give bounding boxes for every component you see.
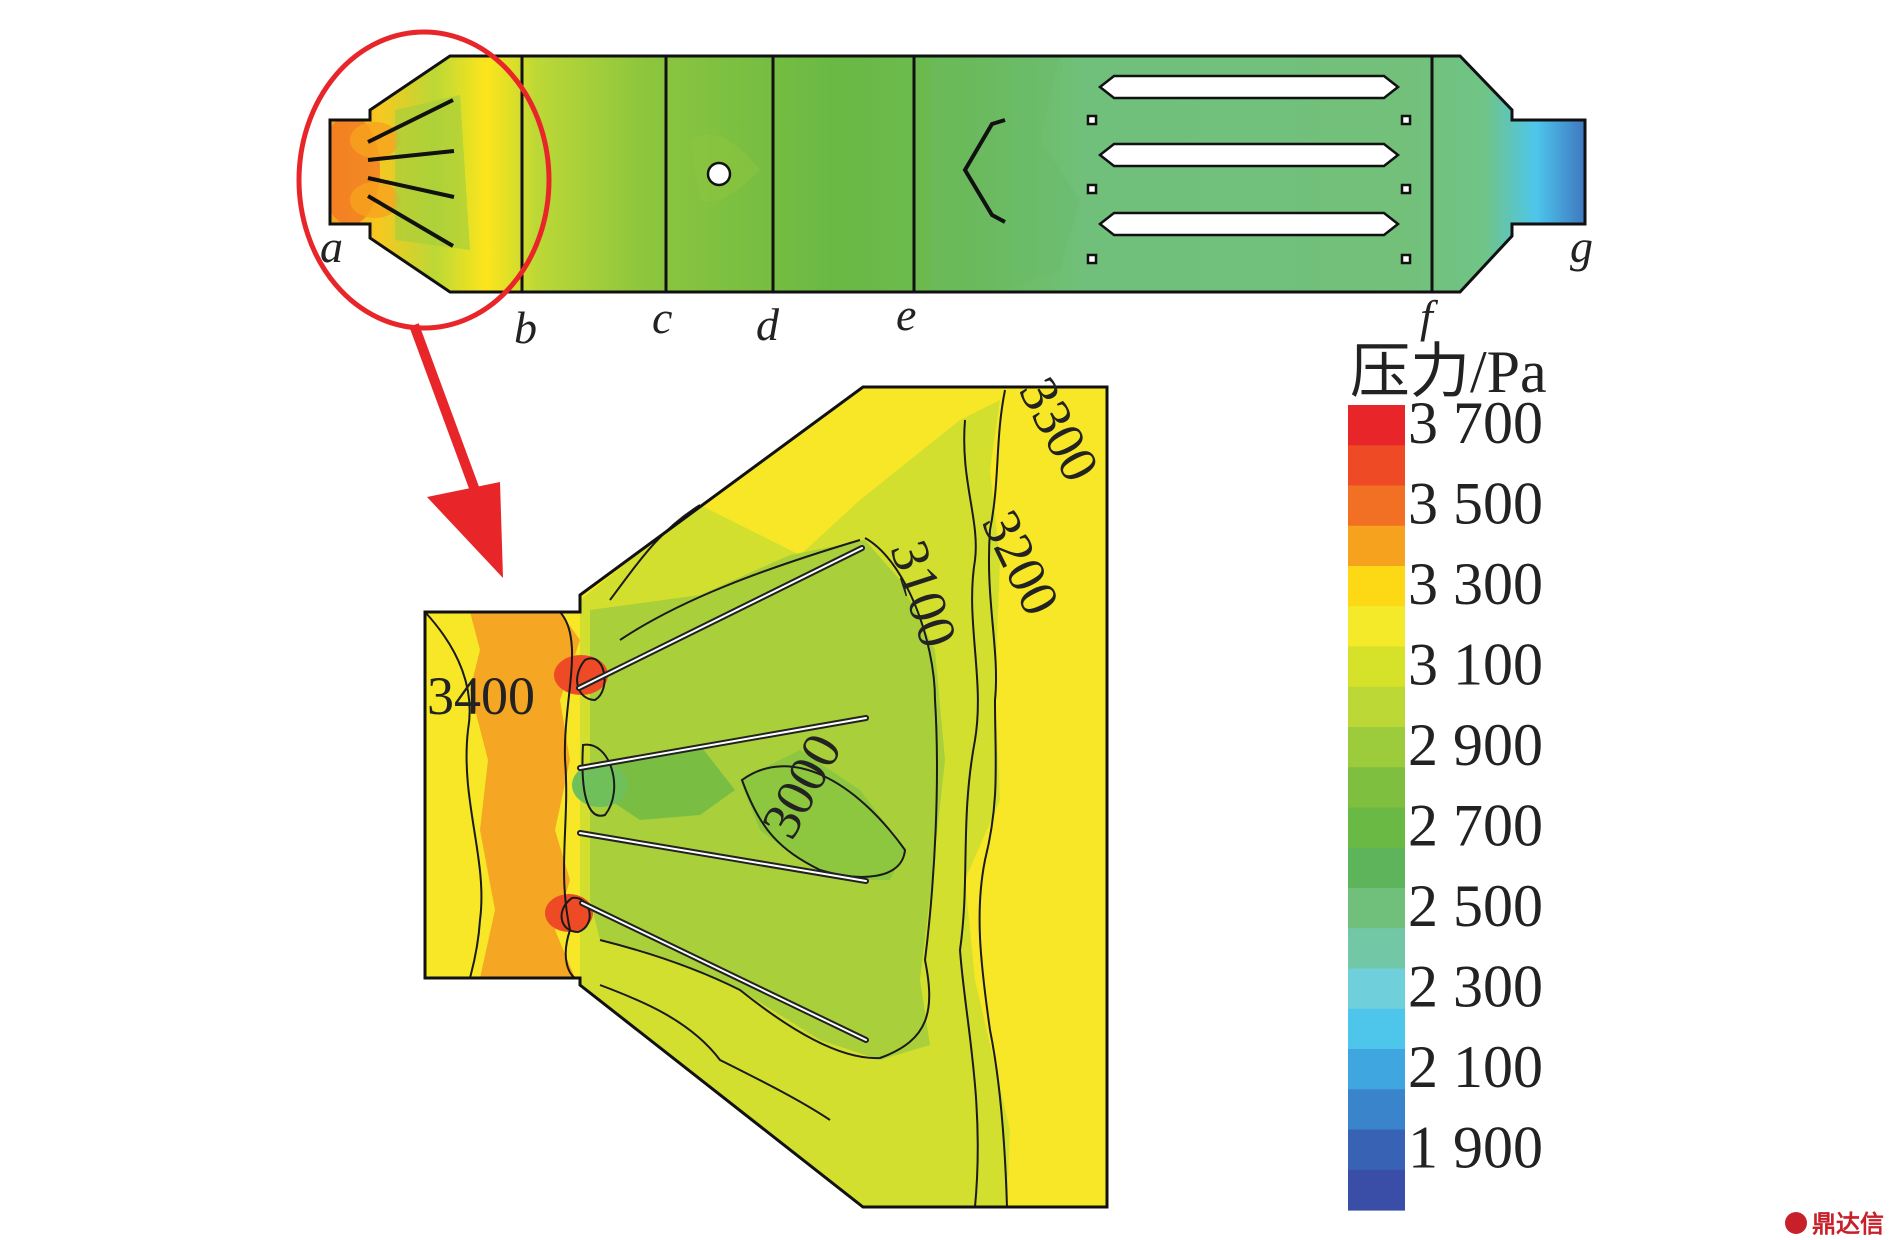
duct-outline bbox=[328, 54, 1587, 294]
legend-band bbox=[1348, 767, 1405, 809]
legend-title: 压力/Pa bbox=[1350, 339, 1547, 405]
legend-band bbox=[1348, 1049, 1405, 1090]
legend-level-label: 2 700 bbox=[1408, 793, 1543, 859]
legend-level-label: 2 900 bbox=[1408, 712, 1543, 778]
legend-band bbox=[1348, 566, 1405, 607]
section-label-d: d bbox=[756, 299, 780, 350]
detail-outline bbox=[423, 385, 1109, 1209]
legend-band bbox=[1348, 727, 1405, 768]
legend-level-label: 2 500 bbox=[1408, 873, 1543, 939]
legend-band bbox=[1348, 1008, 1405, 1050]
inlet-detail-contour: 3400 3300 3100 3200 3000 bbox=[423, 367, 1111, 1209]
zoom-callout bbox=[296, 29, 552, 578]
legend-level-label: 2 300 bbox=[1408, 954, 1543, 1020]
duct-overview: a b c d e f g bbox=[320, 54, 1593, 353]
legend-level-label: 2 100 bbox=[1408, 1034, 1543, 1100]
legend-band bbox=[1348, 525, 1405, 567]
section-label-b: b bbox=[514, 302, 537, 353]
zoom-arrow-head bbox=[427, 482, 503, 578]
contour-label-3400: 3400 bbox=[427, 666, 535, 726]
chevron-baffle bbox=[962, 118, 1006, 224]
legend-band bbox=[1348, 485, 1405, 527]
legend-band bbox=[1348, 1169, 1405, 1211]
section-label-c: c bbox=[652, 292, 672, 343]
legend-level-label: 3 100 bbox=[1408, 632, 1543, 698]
legend-level-labels: 3 700 3 500 3 300 3 100 2 900 2 700 2 500 2 300… bbox=[1408, 390, 1543, 1181]
section-label-e: e bbox=[896, 289, 916, 340]
legend-level-label: 3 500 bbox=[1408, 471, 1543, 537]
tube-bundles bbox=[1086, 74, 1412, 265]
legend-band bbox=[1348, 405, 1405, 446]
legend-band bbox=[1348, 1089, 1405, 1131]
legend-band bbox=[1348, 847, 1405, 889]
guide-vanes bbox=[366, 98, 455, 248]
watermark-text: 鼎达信 bbox=[1812, 1210, 1884, 1238]
legend-color-bar bbox=[1348, 405, 1405, 1211]
legend-band bbox=[1348, 807, 1405, 849]
section-label-a: a bbox=[320, 221, 343, 272]
legend-band bbox=[1348, 1129, 1405, 1171]
legend-level-label: 3 700 bbox=[1408, 390, 1543, 456]
legend-band bbox=[1348, 928, 1405, 970]
pressure-legend: 压力/Pa 3 700 3 500 3 300 3 100 2 900 2 700 2 50… bbox=[1348, 339, 1547, 1211]
watermark-logo-icon bbox=[1785, 1212, 1807, 1234]
watermark: 鼎达信 bbox=[1785, 1210, 1884, 1238]
legend-band bbox=[1348, 686, 1405, 728]
legend-level-label: 1 900 bbox=[1408, 1115, 1543, 1181]
legend-band bbox=[1348, 968, 1405, 1010]
legend-band bbox=[1348, 888, 1405, 929]
obstacle-circle bbox=[706, 161, 732, 187]
legend-band bbox=[1348, 445, 1405, 487]
isolines bbox=[424, 389, 1008, 1208]
legend-level-label: 3 300 bbox=[1408, 551, 1543, 617]
legend-band bbox=[1348, 646, 1405, 688]
legend-band bbox=[1348, 606, 1405, 648]
zoom-circle bbox=[296, 29, 552, 331]
section-label-g: g bbox=[1570, 221, 1593, 272]
section-label-f: f bbox=[1420, 291, 1439, 342]
